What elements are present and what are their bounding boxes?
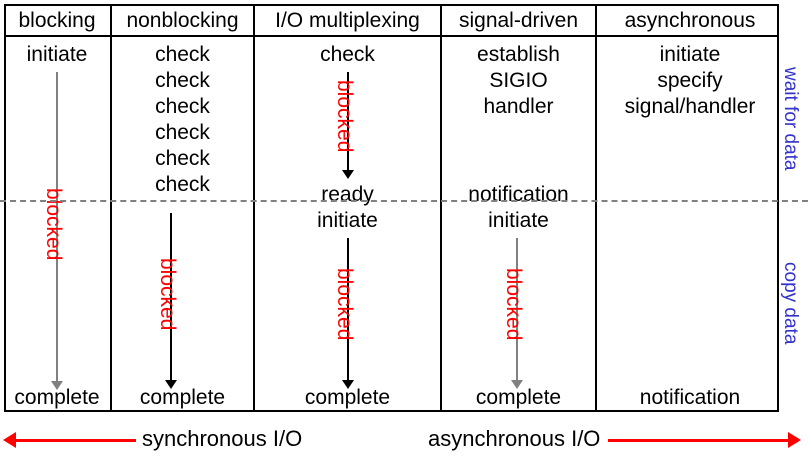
- cell-blocking-complete: complete: [14, 386, 100, 409]
- side-label-wait-for-data: wait for data: [780, 67, 801, 171]
- arrow-head: [51, 381, 63, 390]
- column-separator-2: [253, 4, 255, 412]
- asynchronous-arrow-head: [788, 432, 801, 448]
- arrow-shaft: [56, 72, 58, 382]
- arrow-head: [342, 170, 354, 179]
- table-frame: [4, 4, 779, 412]
- cell-multiplexing-ready: ready: [321, 183, 374, 206]
- cell-nonblocking-check-1: check: [155, 43, 210, 66]
- blocked-label-nonblocking: blocked: [156, 258, 179, 331]
- column-header-blocking: blocking: [18, 9, 96, 32]
- cell-nonblocking-check-6: check: [155, 173, 210, 196]
- synchronous-arrow-line: [14, 439, 136, 442]
- cell-async-notification: notification: [639, 386, 741, 409]
- cell-nonblocking-check-5: check: [155, 147, 210, 170]
- synchronous-arrow-head: [3, 432, 16, 448]
- blocked-label-blocking: blocked: [42, 188, 65, 261]
- cell-signal-notification: notification: [468, 183, 569, 206]
- arrow-shaft: [516, 238, 518, 381]
- cell-signal-initiate: initiate: [488, 209, 549, 232]
- cell-multiplexing-initiate: initiate: [317, 209, 378, 232]
- bottom-label-synchronous: synchronous I/O: [142, 426, 303, 451]
- cell-blocking-initiate: initiate: [26, 43, 88, 66]
- cell-async-specify: specify: [657, 69, 723, 92]
- cell-nonblocking-complete: complete: [139, 386, 226, 409]
- column-header-asynchronous: asynchronous: [624, 9, 756, 32]
- cell-nonblocking-check-4: check: [155, 121, 210, 144]
- cell-multiplexing-complete: complete: [304, 386, 391, 409]
- cell-nonblocking-check-3: check: [155, 95, 210, 118]
- column-header-io-multiplexing: I/O multiplexing: [275, 9, 420, 32]
- asynchronous-arrow-line: [608, 439, 788, 442]
- side-label-copy-data: copy data: [780, 262, 801, 345]
- bottom-label-asynchronous: asynchronous I/O: [428, 426, 601, 451]
- blocked-label-multiplexing-copy: blocked: [333, 268, 356, 341]
- column-separator-3: [440, 4, 442, 412]
- cell-nonblocking-check-2: check: [155, 69, 210, 92]
- blocked-label-multiplexing-wait: blocked: [333, 80, 356, 153]
- column-header-signal-driven: signal-driven: [458, 9, 579, 32]
- cell-async-signal-handler: signal/handler: [624, 95, 756, 118]
- arrow-shaft: [170, 213, 172, 381]
- column-header-nonblocking: nonblocking: [126, 9, 239, 32]
- cell-signal-handler: handler: [483, 95, 554, 118]
- blocked-label-signal: blocked: [502, 268, 525, 341]
- column-separator-4: [595, 4, 597, 412]
- arrow-shaft: [347, 72, 349, 171]
- arrow-shaft: [347, 238, 349, 381]
- cell-async-initiate: initiate: [659, 43, 721, 66]
- cell-signal-establish: establish: [477, 43, 560, 66]
- arrow-head: [165, 380, 177, 389]
- column-separator-1: [110, 4, 112, 412]
- cell-multiplexing-check: check: [320, 43, 375, 66]
- cell-signal-complete: complete: [475, 386, 562, 409]
- arrow-head: [342, 380, 354, 389]
- phase-divider-line: [0, 200, 808, 202]
- arrow-head: [511, 380, 523, 389]
- cell-signal-sigio: SIGIO: [489, 69, 548, 92]
- header-row-separator: [4, 4, 779, 37]
